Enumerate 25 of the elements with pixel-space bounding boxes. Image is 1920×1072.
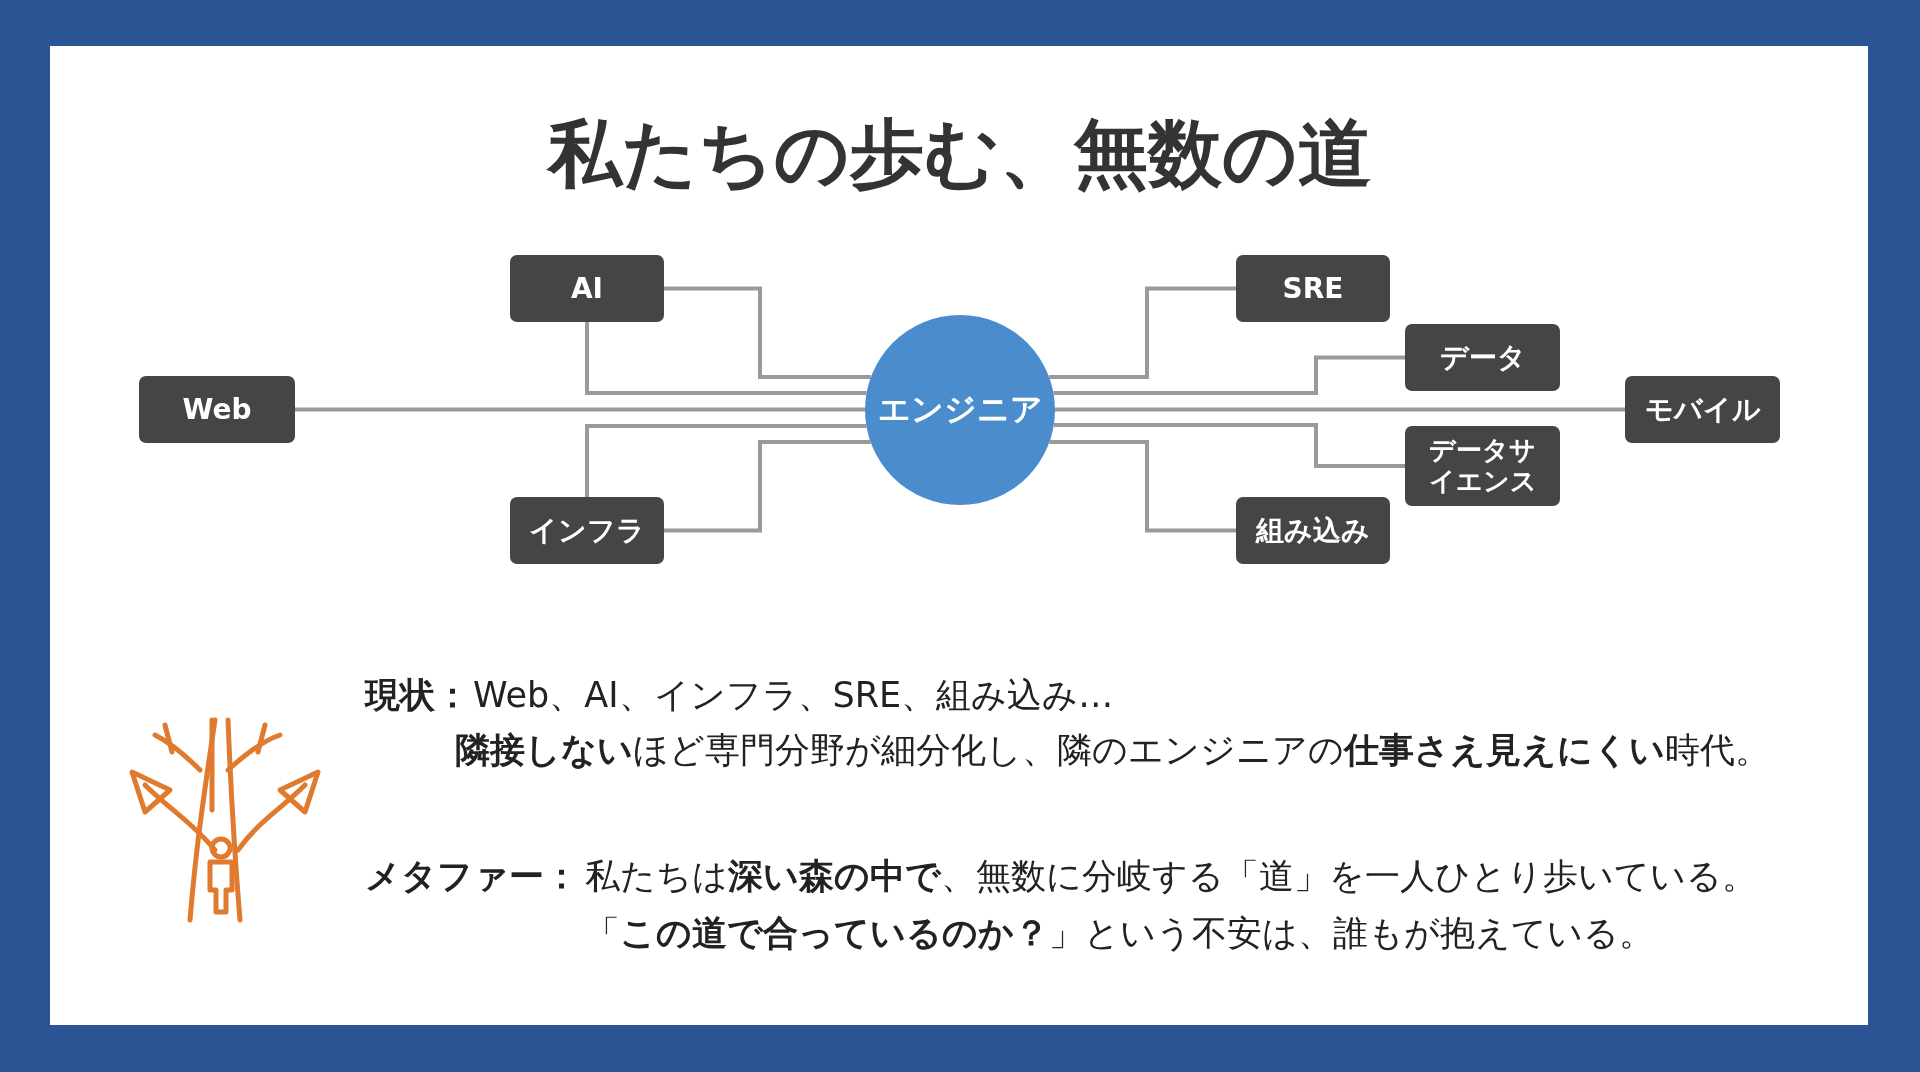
category-box: データサイエンス [1405,426,1560,506]
category-box: モバイル [1625,376,1780,443]
heading-label: 現状： [365,674,470,717]
category-box: SRE [1236,255,1390,322]
connector-line [1053,355,1405,395]
title: 私たちの歩む、無数の道 [545,109,1373,198]
connector-line [1049,440,1236,533]
category-box: 組み込み [1236,497,1390,564]
body-text: 隣接しないほど専門分野が細分化し、隣のエンジニアの仕事さえ見えにくい時代。 [455,729,1770,772]
body-text: 「この道で合っているのか？」という不安は、誰もが抱えている。 [585,912,1654,955]
heading-label: メタファー： [365,855,579,898]
connector-line [585,424,867,497]
connector-line [1055,407,1625,412]
connector-line [664,286,871,379]
category-box: データ [1405,324,1560,391]
category-box: AI [510,255,664,322]
category-box: Web [139,376,295,443]
connector-line [664,440,871,533]
body-text: Web、AI、インフラ、SRE、組み込み… [473,674,1114,717]
connector-line [1053,423,1405,468]
connector-line [585,322,867,395]
connector-line [1049,286,1236,379]
connector-line [295,407,865,412]
body-text: 私たちは深い森の中で、無数に分岐する「道」を一人ひとり歩いている。 [585,855,1757,898]
category-box: インフラ [510,497,664,564]
